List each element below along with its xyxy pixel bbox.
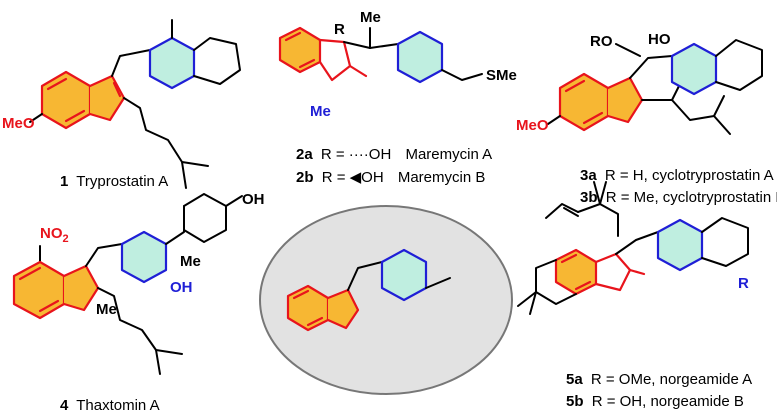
oh-ring: OH	[242, 191, 265, 208]
methyl-top: Me	[360, 9, 381, 26]
compound-2a-label: 2a R = ····OH Maremycin A	[296, 146, 492, 163]
n-methyl: Me	[310, 103, 331, 120]
compound-4-label: 4 Thaxtomin A	[60, 397, 160, 414]
oh-4: OH	[170, 279, 193, 296]
compound-5b-label: 5b R = OH, norgeamide B	[566, 393, 744, 410]
compound-1-label: 1 Tryprostatin A	[60, 173, 168, 190]
methoxy-3: MeO	[516, 117, 549, 134]
compound-1-structure: MeO	[2, 19, 241, 189]
trp-dkp-general-structure	[259, 205, 513, 395]
sme-label: SMe	[486, 67, 517, 84]
nitro-label: NO2	[40, 225, 69, 245]
ho-label: HO	[648, 31, 671, 48]
compound-3a-label: 3a R = H, cyclotryprostatin A	[580, 167, 774, 184]
compound-2-structure: Me R Me SMe	[278, 9, 517, 120]
compound-5a-label: 5a R = OMe, norgeamide A	[566, 371, 752, 388]
compound-4-structure: NO2 Me Me OH OH	[12, 191, 265, 375]
me-4b: Me	[96, 301, 117, 318]
r-label-5: R	[738, 275, 749, 292]
compound-3-structure: MeO RO HO	[516, 31, 763, 135]
methoxy-label: MeO	[2, 115, 35, 132]
compound-5-structure: R	[517, 181, 749, 315]
r-label-2: R	[334, 21, 345, 38]
compound-3b-label: 3b R = Me, cyclotryprostatin B	[580, 189, 777, 206]
ro-label: RO	[590, 33, 613, 50]
compound-2b-label: 2b R = ◀OH Maremycin B	[296, 169, 485, 186]
me-4a: Me	[180, 253, 201, 270]
